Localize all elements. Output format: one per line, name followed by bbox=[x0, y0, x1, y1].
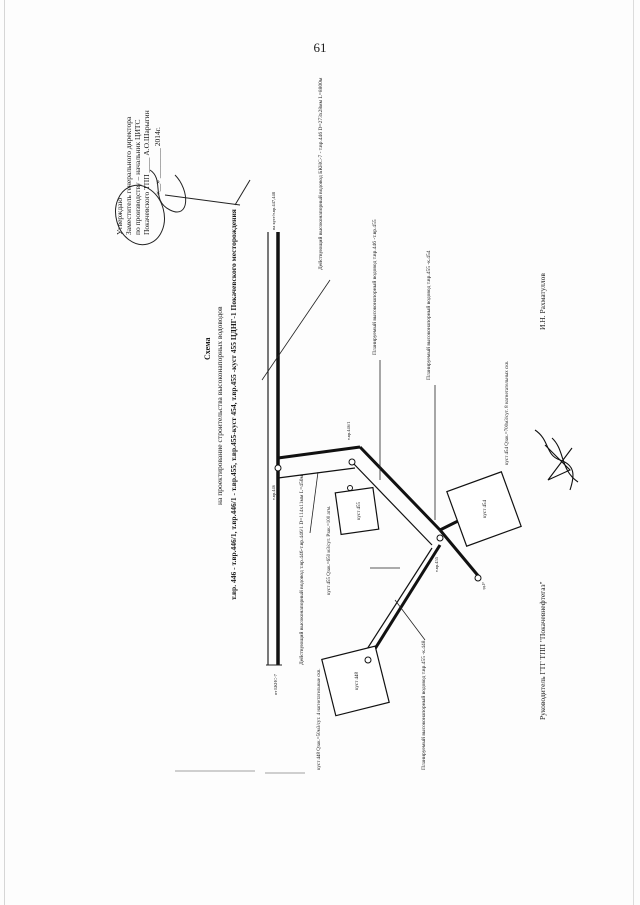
title-line-1: Схема bbox=[203, 337, 212, 360]
cluster-box-448: куст 448 bbox=[321, 645, 390, 717]
scan-artifacts bbox=[175, 770, 305, 774]
title-line-3: т.вр. 446 - т.вр.446/1, т.вр.446/1 - т.в… bbox=[229, 209, 238, 600]
box-label-455: куст 455 bbox=[357, 501, 362, 520]
box-label-454: куст 454 bbox=[483, 499, 488, 518]
label-pipe-planned-455: Планируемый высоконапорный водовод т.вр.… bbox=[371, 219, 378, 355]
scheme-title: Схема на проектирование строительства вы… bbox=[203, 209, 238, 600]
label-pipe-main: Действующий высоконапорный водовод БКНС-… bbox=[317, 77, 324, 270]
cluster-454-info: куст 454 Qзак.=700м3/сут. 8 нагнетательн… bbox=[505, 361, 510, 465]
label-pipe-planned-454: Планируемый высоконапорный водовод т.вр.… bbox=[425, 250, 432, 380]
scan-edge-right bbox=[633, 0, 634, 905]
signature-engineer: И.Н. Рахматуллов bbox=[538, 273, 547, 330]
label-zd: зд.Р bbox=[481, 582, 486, 590]
handwritten-signature bbox=[534, 429, 579, 491]
node-label-446: т.вр.446 bbox=[271, 484, 276, 500]
label-end: на куст/т.вр.447,448 bbox=[271, 191, 277, 230]
approval-line-3: по производству – начальник ЦИТС bbox=[133, 120, 142, 235]
page-number: 61 bbox=[313, 40, 327, 55]
planned-pipe-448 bbox=[359, 544, 442, 661]
existing-branch bbox=[277, 445, 361, 479]
approval-line-5: «__» ________ 2014г. bbox=[153, 127, 162, 195]
node-label-4461: т.вр.446/1 bbox=[346, 421, 351, 440]
approval-stamp: Утверждаю Заместитель генерального дирек… bbox=[115, 110, 162, 235]
scan-edge-left bbox=[4, 0, 5, 905]
title-line-2: на проектирование строительства высокона… bbox=[215, 306, 224, 505]
label-pipe-planned-448: Планируемый высоконапорный водовод т.вр.… bbox=[420, 640, 427, 770]
box-label-448: куст 448 bbox=[355, 671, 360, 690]
cluster-box-455: куст 455 bbox=[334, 486, 380, 536]
cluster-box-454: куст 454 bbox=[446, 471, 522, 547]
label-bkns: от БКНС-7 bbox=[273, 673, 278, 695]
node-label-455: т.вр.455 bbox=[434, 556, 439, 572]
leader-lines bbox=[261, 279, 436, 641]
valve-node-446 bbox=[274, 458, 482, 664]
cluster-455-info: куст 455 Qзак.=650 м3/сут. Рзак.=100 атм… bbox=[327, 506, 332, 595]
approval-line-4: Покачевского ТПП ____ А.О.Шарыгин bbox=[142, 110, 151, 235]
label-pipe-existing: Действующий высоконапорный водовод т.вр.… bbox=[298, 474, 305, 665]
approval-signature bbox=[115, 169, 251, 246]
cluster-448-info: куст 448 Qзак.=50м3/сут. 4 нагнетательны… bbox=[317, 669, 322, 770]
signature-head: Руководитель ГТГ ТПП "Покачевнефтегаз" bbox=[538, 581, 547, 720]
approval-line-2: Заместитель генерального директора bbox=[124, 116, 133, 235]
planned-pipe-455 bbox=[351, 445, 482, 579]
approval-line-1: Утверждаю bbox=[115, 198, 124, 235]
main-pipeline bbox=[266, 232, 282, 666]
